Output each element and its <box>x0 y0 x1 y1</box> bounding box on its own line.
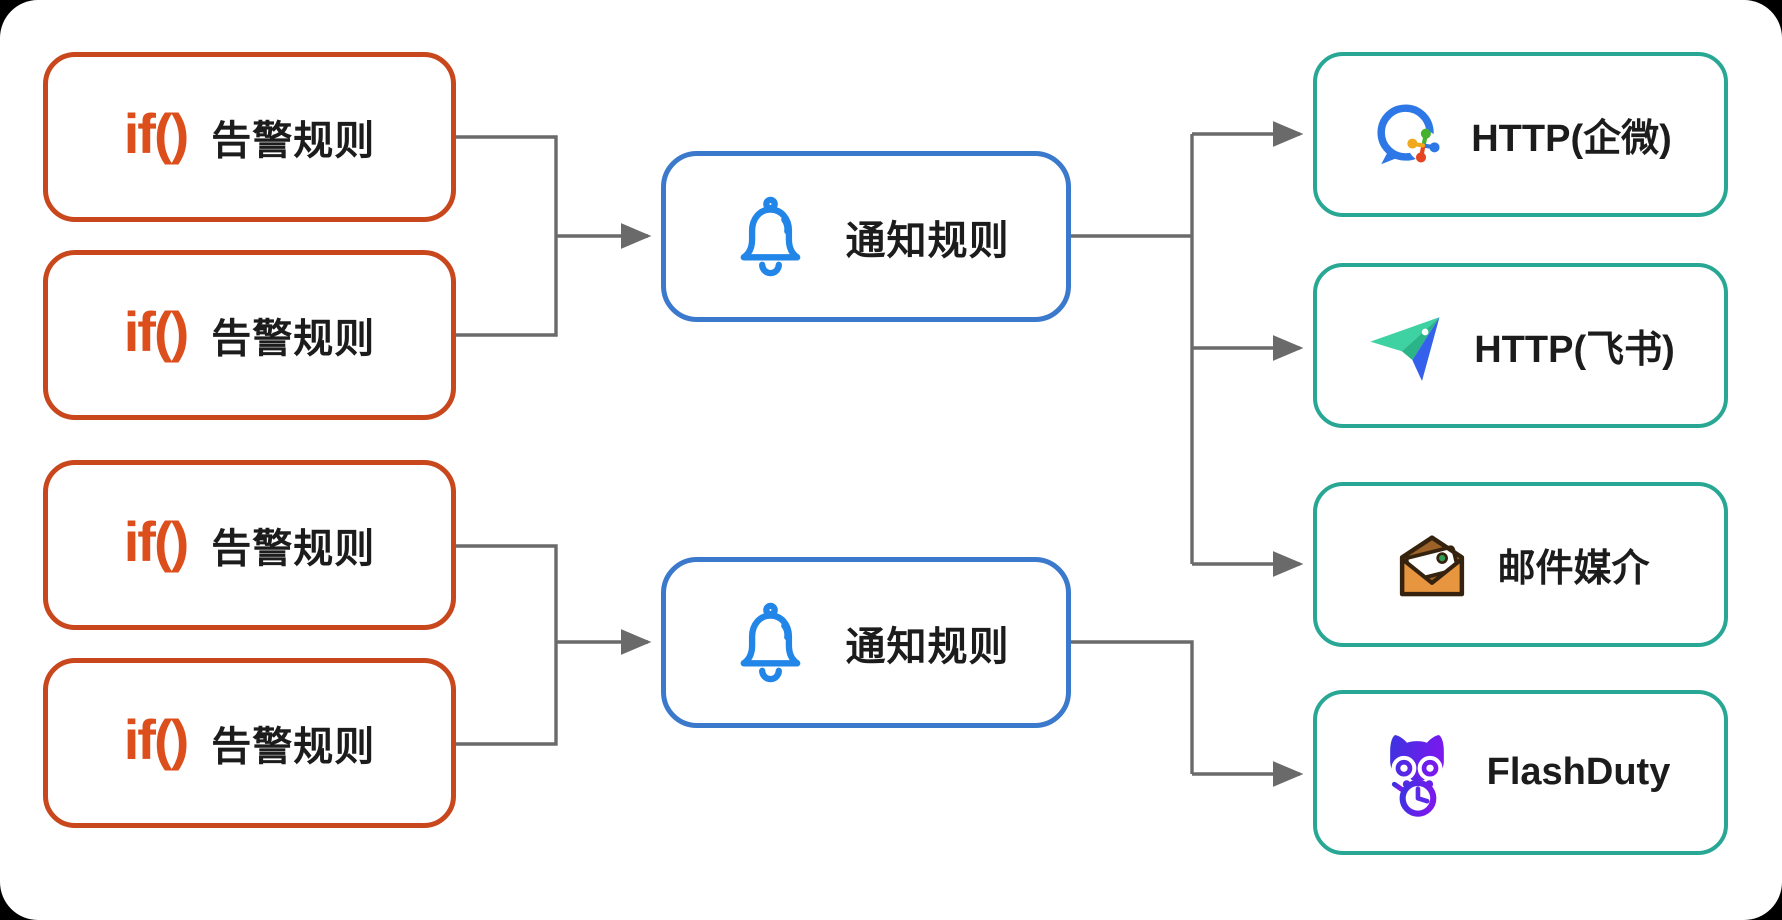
channel-node-wecom: HTTP(企微) <box>1313 52 1728 217</box>
notify-rule-node-1: 通知规则 <box>661 151 1071 322</box>
alert-rule-node-3: if() 告警规则 <box>43 460 456 630</box>
alert-rule-label: 告警规则 <box>211 119 376 163</box>
alert-rule-node-1: if() 告警规则 <box>43 52 456 222</box>
mail-icon <box>1400 534 1465 596</box>
if-logo: if() <box>123 510 190 573</box>
channel-label: HTTP(企微) <box>1471 118 1672 160</box>
alert-rule-label: 告警规则 <box>211 317 376 361</box>
bell-icon <box>740 196 800 277</box>
channel-node-flashduty: FlashDuty <box>1313 690 1728 855</box>
channel-node-feishu: HTTP(飞书) <box>1313 263 1728 428</box>
alert-rule-label: 告警规则 <box>211 527 376 571</box>
alert-rule-label: 告警规则 <box>211 725 376 769</box>
if-logo: if() <box>123 708 190 771</box>
alert-rule-node-4: if() 告警规则 <box>43 658 456 828</box>
notify-rule-label: 通知规则 <box>845 624 1010 669</box>
if-logo: if() <box>123 300 190 363</box>
if-logo: if() <box>123 102 190 165</box>
feishu-icon <box>1370 316 1440 381</box>
channel-node-mail: 邮件媒介 <box>1313 482 1728 647</box>
wecom-icon <box>1377 103 1440 164</box>
channel-label: FlashDuty <box>1486 751 1671 793</box>
alert-rule-node-2: if() 告警规则 <box>43 250 456 420</box>
notify-rule-label: 通知规则 <box>845 218 1010 263</box>
flashduty-icon <box>1389 734 1444 817</box>
channel-label: 邮件媒介 <box>1497 548 1650 590</box>
bell-icon <box>740 602 800 683</box>
notify-rule-node-2: 通知规则 <box>661 557 1071 728</box>
channel-label: HTTP(飞书) <box>1474 329 1675 371</box>
